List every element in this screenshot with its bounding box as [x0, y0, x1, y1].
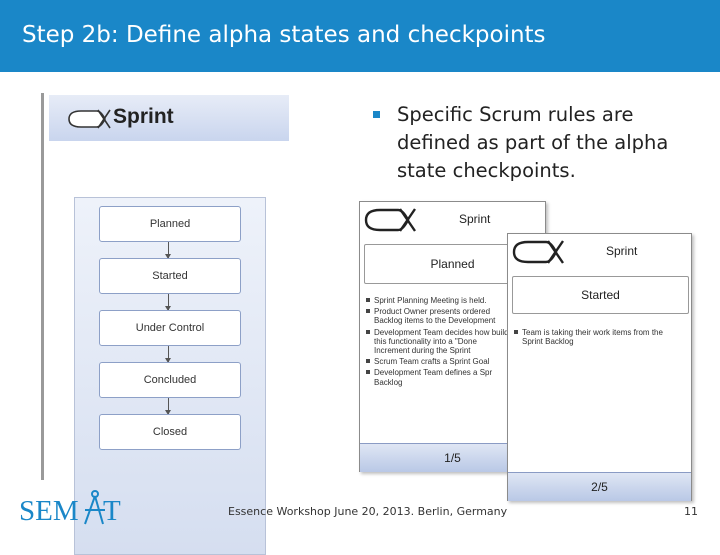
bullet-text: Specific Scrum rules are defined as part… [397, 103, 669, 182]
state-planned: Planned [99, 206, 241, 242]
card-alpha-name: Sprint [606, 244, 638, 258]
alpha-name: Sprint [113, 105, 174, 128]
checkpoint-list: Sprint Planning Meeting is held. Product… [366, 296, 511, 389]
checkpoint-item: Development Team decides how build this … [366, 328, 511, 356]
slide-title: Step 2b: Define alpha states and checkpo… [22, 22, 546, 48]
arrow-down-icon [165, 242, 171, 259]
state-under-control: Under Control [99, 310, 241, 346]
alpha-state-card: Sprint Started Team is taking their work… [507, 233, 692, 501]
alpha-icon [68, 109, 111, 129]
divider [41, 93, 44, 480]
title-bar: Step 2b: Define alpha states and checkpo… [0, 0, 720, 72]
alpha-header: Sprint [49, 95, 289, 141]
semat-logo: SEM T [17, 488, 127, 532]
logo-text-left: SEM [19, 495, 79, 527]
card-alpha-name: Sprint [459, 212, 491, 226]
state-started: Started [99, 258, 241, 294]
semat-logo-icon: SEM T [19, 490, 121, 527]
footer-text: Essence Workshop June 20, 2013. Berlin, … [228, 505, 508, 518]
card-counter: 2/5 [508, 472, 691, 501]
alpha-state-diagram: Sprint Planned Started Under Control Con… [41, 93, 289, 555]
checkpoint-item: Development Team defines a Spr Backlog [366, 368, 511, 387]
checkpoint-item: Product Owner presents ordered Backlog i… [366, 307, 511, 325]
state-closed: Closed [99, 414, 241, 450]
logo-text-right: T [103, 495, 121, 527]
alpha-icon [512, 240, 564, 264]
arrow-down-icon [165, 294, 171, 311]
checkpoint-item: Sprint Planning Meeting is held. [366, 296, 511, 305]
bullet-icon [373, 111, 380, 118]
state-concluded: Concluded [99, 362, 241, 398]
arrow-down-icon [165, 346, 171, 363]
page-number: 11 [684, 505, 698, 518]
card-state-name: Started [512, 276, 689, 314]
arrow-down-icon [165, 398, 171, 415]
state-list: Planned Started Under Control Concluded … [74, 197, 266, 555]
alpha-icon [364, 208, 416, 232]
checkpoint-item: Team is taking their work items from the… [514, 328, 684, 346]
checkpoint-item: Scrum Team crafts a Sprint Goal [366, 357, 511, 366]
checkpoint-list: Team is taking their work items from the… [514, 328, 684, 348]
